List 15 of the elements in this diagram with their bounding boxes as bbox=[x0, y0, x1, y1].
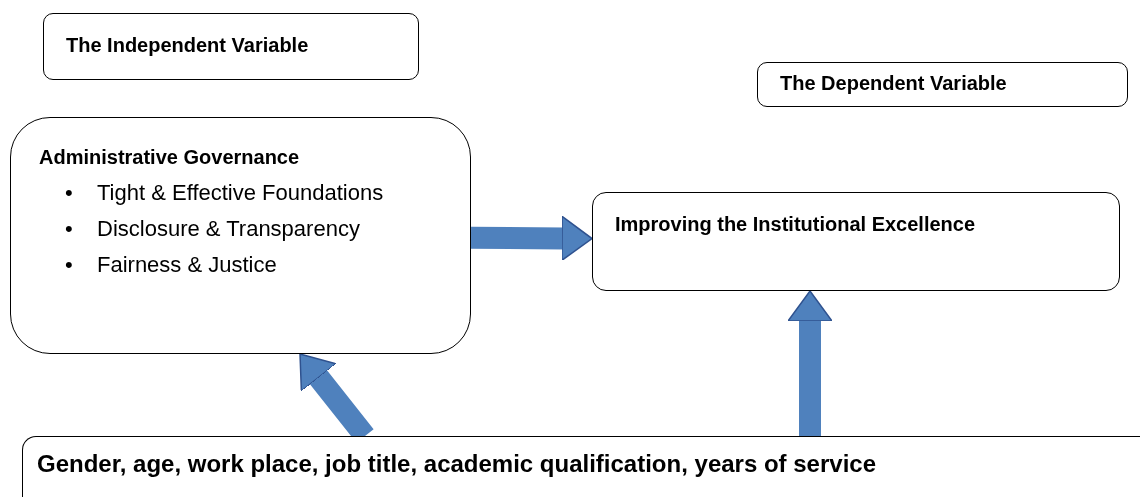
bullet-item: • Disclosure & Transparency bbox=[65, 215, 361, 243]
text-box bbox=[757, 62, 1128, 107]
text-box bbox=[22, 436, 1140, 497]
block-arrow bbox=[470, 215, 593, 262]
node-title: Administrative Governance bbox=[39, 146, 301, 169]
text-box bbox=[592, 192, 1120, 291]
bullet-item: • Tight & Effective Foundations bbox=[65, 179, 385, 207]
text-box bbox=[10, 117, 471, 354]
block-arrow bbox=[787, 290, 833, 436]
node-title: The Dependent Variable bbox=[780, 72, 1008, 95]
text-box bbox=[43, 13, 419, 80]
node-title: Gender, age, work place, job title, academic qualification, years of service bbox=[37, 450, 877, 478]
node-title: The Independent Variable bbox=[66, 34, 310, 57]
node-title: Improving the Institutional Excellence bbox=[615, 213, 977, 236]
bullet-item: • Fairness & Justice bbox=[65, 251, 278, 279]
